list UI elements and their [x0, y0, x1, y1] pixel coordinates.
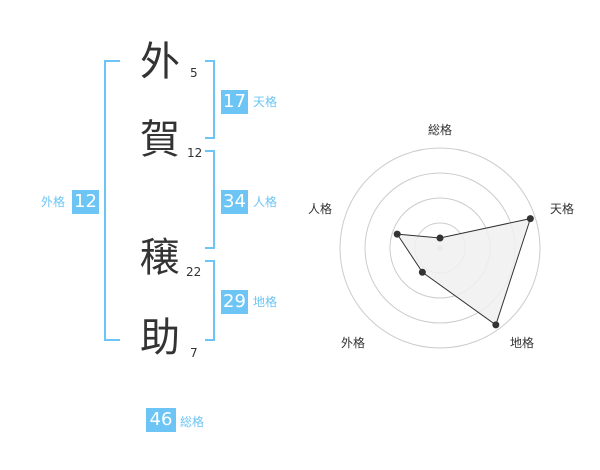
gaikaku-label: 外格 — [41, 195, 66, 209]
radar-axis-label: 外格 — [341, 335, 365, 350]
radar-point-5 — [393, 230, 401, 238]
name-char-1: 外 — [140, 39, 180, 85]
stroke-count-3: 22 — [186, 265, 202, 279]
tenkaku-bracket-bottom — [205, 137, 215, 139]
jinkaku-label: 人格 — [253, 195, 278, 209]
jinkaku-bracket-top — [205, 150, 215, 152]
radar-point-2 — [526, 215, 534, 223]
radar-axis-label: 総格 — [428, 122, 452, 137]
jinkaku-value: 34 — [221, 190, 248, 214]
chikaku-bracket-bottom — [205, 339, 215, 341]
tenkaku-label: 天格 — [253, 95, 278, 109]
soukaku-label: 総格 — [180, 415, 205, 429]
radar-axis-label: 地格 — [510, 335, 534, 350]
jinkaku-bracket-vertical — [213, 150, 215, 249]
stroke-count-4: 7 — [190, 346, 198, 360]
jinkaku-bracket-bottom — [205, 247, 215, 249]
soukaku-value: 46 — [146, 408, 176, 432]
outer-bracket-vertical — [104, 60, 106, 341]
name-char-3: 穣 — [140, 235, 180, 281]
radar-axis-label: 天格 — [550, 201, 574, 216]
chikaku-label: 地格 — [253, 295, 278, 309]
gaikaku-value: 12 — [72, 190, 99, 214]
tenkaku-bracket-vertical — [213, 60, 215, 139]
radar-polygon — [396, 217, 532, 326]
tenkaku-value: 17 — [221, 90, 248, 114]
name-char-2: 賀 — [140, 117, 180, 163]
radar-point-1 — [436, 234, 444, 242]
radar-point-4 — [418, 268, 426, 276]
outer-bracket-top — [104, 60, 120, 62]
radar-point-3 — [492, 321, 500, 329]
chikaku-value: 29 — [221, 290, 248, 314]
chikaku-bracket-top — [205, 260, 215, 262]
tenkaku-bracket-top — [205, 60, 215, 62]
radar-axis-label: 人格 — [308, 201, 332, 216]
name-char-4: 助 — [140, 315, 180, 361]
radar-ring — [339, 147, 541, 349]
stroke-count-2: 12 — [187, 146, 203, 160]
outer-bracket-bottom — [104, 339, 120, 341]
stroke-count-1: 5 — [190, 66, 198, 80]
chikaku-bracket-vertical — [213, 260, 215, 341]
